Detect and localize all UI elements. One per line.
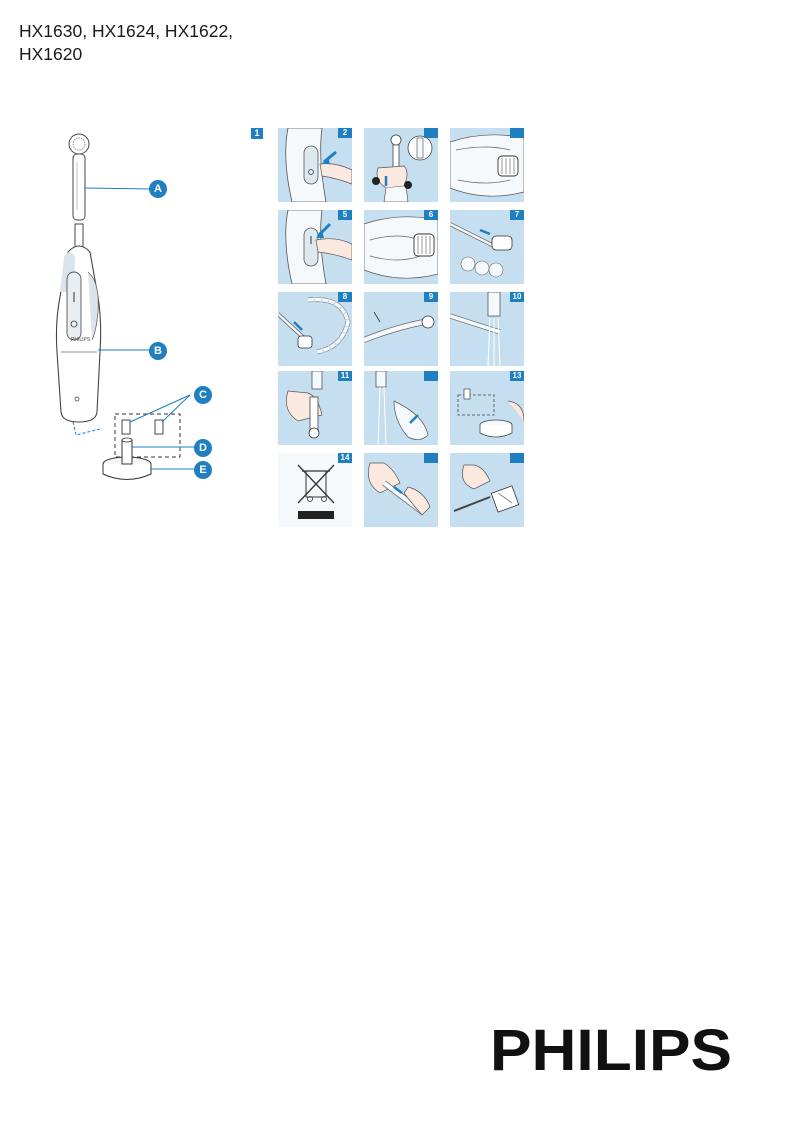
instruction-panel: 9: [364, 292, 438, 366]
panel-number: 10: [510, 292, 524, 302]
instruction-panel: 13: [450, 371, 524, 445]
instruction-panel: 14: [278, 453, 352, 527]
callout-b: B: [149, 342, 167, 360]
recycle-bin-icon: [278, 453, 352, 527]
panel-number: 11: [338, 371, 352, 381]
philips-logo: PHILIPS: [490, 1022, 732, 1074]
instruction-panel: [450, 453, 524, 527]
instruction-panel: 7: [450, 210, 524, 284]
instruction-panel: 5: [278, 210, 352, 284]
panel-number: 2: [338, 128, 352, 138]
instruction-panel: [364, 453, 438, 527]
title-line: HX1620: [19, 44, 83, 64]
panel-number: [424, 453, 438, 463]
product-diagram: PHILIPS A B C D E: [40, 122, 240, 492]
remove-battery-illustration: [368, 462, 431, 516]
panel-number: 6: [424, 210, 438, 220]
rinse-handle-illustration: [375, 371, 429, 445]
battery-tool-illustration: [453, 464, 520, 513]
instruction-panel: [364, 128, 438, 202]
panel-number: [424, 128, 438, 138]
document-title: HX1630, HX1624, HX1622, HX1620: [19, 20, 233, 66]
instruction-panel: 10: [450, 292, 524, 366]
handle-button-illustration: [285, 210, 352, 284]
instruction-panel: 2: [278, 128, 352, 202]
attach-brush-head-illustration: [372, 134, 433, 202]
panel-number: 5: [338, 210, 352, 220]
panel-number: 7: [510, 210, 524, 220]
callout-a: A: [149, 180, 167, 198]
instruction-panel: 6: [364, 210, 438, 284]
panel-number: [510, 453, 524, 463]
handle-brand-text: PHILIPS: [71, 337, 91, 343]
callout-d: D: [194, 439, 212, 457]
teeth-brushing-illustration: [450, 134, 524, 197]
instruction-panel: 8: [278, 292, 352, 366]
brush-on-teeth-illustration: [278, 296, 351, 355]
callout-e: E: [194, 461, 212, 479]
callout-c: C: [194, 386, 212, 404]
rinse-illustration: [450, 292, 501, 366]
teeth-brushing-illustration: [364, 216, 438, 279]
instruction-panel: 11: [278, 371, 352, 445]
brand-wordmark: PHILIPS: [490, 1022, 732, 1074]
panel-number: 9: [424, 292, 438, 302]
title-line: HX1630, HX1624, HX1622,: [19, 21, 234, 41]
charger-illustration: [457, 388, 524, 438]
panel-number: [510, 128, 524, 138]
instruction-panel: [364, 371, 438, 445]
panel-number: 8: [338, 292, 352, 302]
instruction-panel: [450, 128, 524, 202]
brush-head-illustration: [364, 311, 435, 343]
brush-on-teeth-illustration: [450, 222, 513, 278]
figure-1-label: 1: [251, 128, 263, 139]
handle-button-illustration: [285, 128, 352, 202]
rinse-hand-illustration: [286, 371, 323, 439]
panel-number: [424, 371, 438, 381]
panel-number: 14: [338, 453, 352, 463]
toothbrush-illustration: PHILIPS: [55, 133, 195, 480]
panel-number: 13: [510, 371, 524, 381]
